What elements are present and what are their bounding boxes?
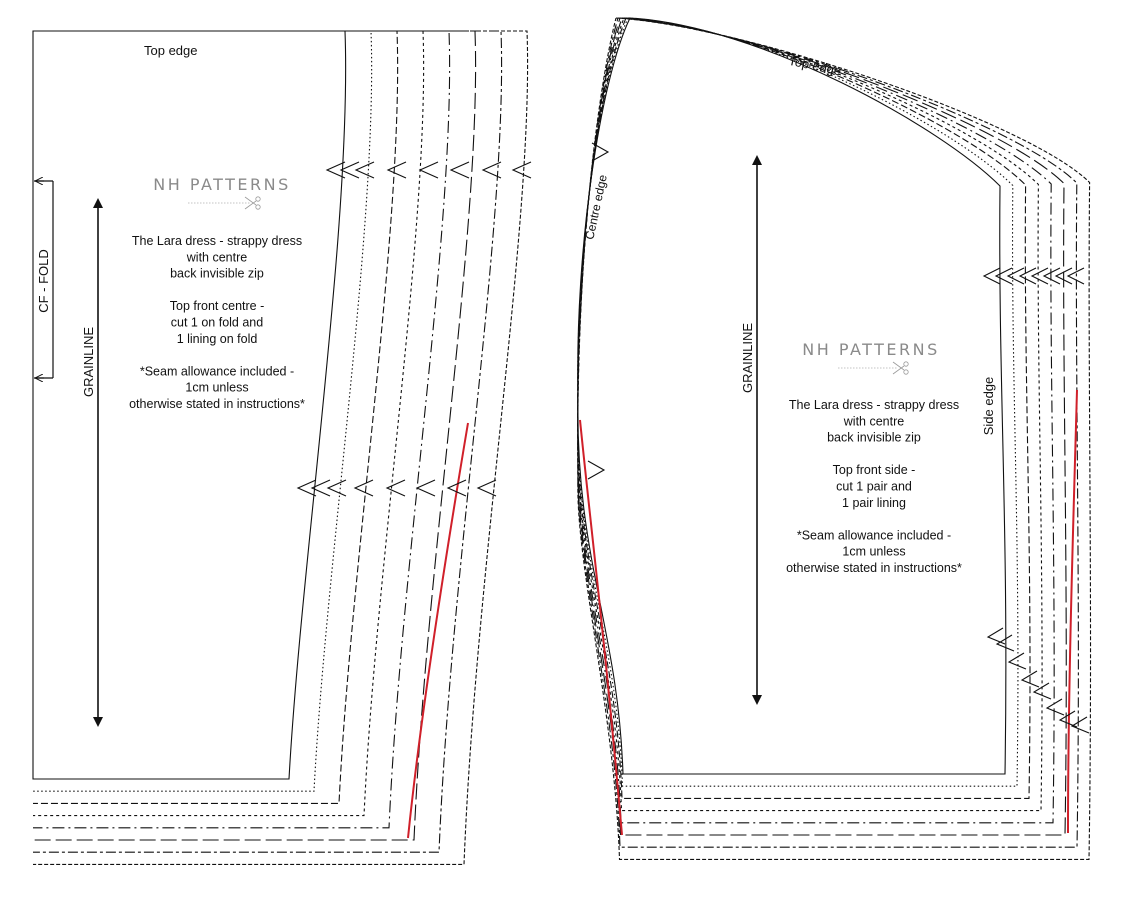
left-brand-logo: NH PATTERNS (153, 175, 291, 210)
notch-mark (385, 479, 406, 497)
notch-mark (1054, 267, 1073, 285)
right-info-line: The Lara dress - strappy dress (789, 398, 959, 412)
notch-mark (1007, 652, 1027, 670)
right-grainline-label: GRAINLINE (740, 323, 755, 393)
notch-mark (415, 479, 436, 497)
notch-mark (386, 161, 407, 179)
left-size-outline (32, 30, 347, 780)
right-red-guide-line-centre (579, 419, 623, 836)
left-size-outline (33, 30, 451, 829)
notch-mark (296, 479, 317, 497)
left-notch-group (296, 161, 532, 497)
notch-mark (353, 479, 374, 497)
left-size-outline (33, 30, 503, 853)
left-info-line: with centre (186, 250, 247, 264)
notch-mark (1070, 716, 1090, 734)
right-info-block: The Lara dress - strappy dress with centr… (786, 398, 962, 575)
right-size-outlines (577, 17, 1092, 860)
notch-mark (446, 479, 467, 497)
right-size-outline (577, 17, 1043, 812)
left-size-outlines (32, 30, 529, 865)
notch-mark (994, 267, 1013, 285)
notch-mark (587, 460, 606, 480)
centre-edge-label: Centre edge (582, 173, 609, 241)
right-red-guide-line-side (1067, 389, 1078, 834)
notch-mark (1020, 670, 1040, 688)
notch-mark (476, 479, 497, 497)
right-size-outline (577, 17, 1031, 799)
cf-fold-bracket (34, 181, 54, 378)
right-info-line: 1cm unless (842, 545, 905, 559)
right-brand-logo: NH PATTERNS (802, 340, 940, 375)
right-notch-group (587, 142, 1090, 734)
left-info-line: 1 lining on fold (177, 332, 258, 346)
left-size-outline (33, 30, 373, 792)
right-info-line: with centre (843, 414, 904, 428)
notch-mark (1045, 698, 1065, 716)
left-size-outline (33, 30, 477, 841)
left-grainline-label: GRAINLINE (81, 327, 96, 397)
top-front-centre-piece: Top edge CF - FOLD GRAINLINE NH PATTERNS… (32, 30, 532, 865)
notch-mark (995, 634, 1015, 652)
left-info-block: The Lara dress - strappy dress with centr… (129, 234, 305, 411)
right-info-line: 1 pair lining (842, 496, 906, 510)
left-size-outline (33, 30, 529, 865)
right-info-line: Top front side - (833, 463, 916, 477)
scissors-icon (892, 361, 909, 375)
notch-mark (326, 479, 347, 497)
notch-mark (1066, 267, 1085, 285)
left-size-outline (33, 30, 425, 817)
notch-mark (1042, 267, 1061, 285)
notch-mark (1058, 710, 1078, 728)
notch-mark (511, 161, 532, 179)
left-size-outline (33, 30, 399, 804)
left-info-line: Top front centre - (170, 299, 265, 313)
notch-mark (1032, 682, 1052, 700)
notch-mark (1018, 267, 1037, 285)
notch-mark (449, 161, 470, 179)
notch-mark (325, 161, 346, 179)
side-edge-label: Side edge (981, 377, 996, 436)
notch-mark (354, 161, 375, 179)
notch-mark (982, 267, 1001, 285)
notch-mark (481, 161, 502, 179)
notch-mark (986, 627, 1006, 645)
right-brand-text: NH PATTERNS (802, 340, 940, 359)
notch-mark (339, 161, 360, 179)
notch-mark (591, 142, 610, 162)
left-info-line: cut 1 on fold and (171, 316, 263, 330)
left-brand-text: NH PATTERNS (153, 175, 291, 194)
left-info-line: back invisible zip (170, 267, 264, 281)
top-front-side-piece: Top edge Centre edge Side edge GRAINLINE… (577, 17, 1092, 860)
right-top-edge-label: Top edge (787, 53, 842, 79)
left-info-line: 1cm unless (185, 381, 248, 395)
right-info-line: otherwise stated in instructions* (786, 561, 962, 575)
notch-mark (418, 161, 439, 179)
left-info-line: *Seam allowance included - (140, 364, 294, 378)
right-info-line: cut 1 pair and (836, 480, 912, 494)
notch-mark (1006, 267, 1025, 285)
left-info-line: The Lara dress - strappy dress (132, 234, 302, 248)
left-top-edge-label: Top edge (144, 43, 198, 58)
notch-mark (1030, 267, 1049, 285)
right-size-outline (577, 17, 1007, 775)
cf-fold-label: CF - FOLD (36, 249, 51, 313)
scissors-icon (244, 196, 261, 210)
notch-mark (310, 479, 331, 497)
right-info-line: *Seam allowance included - (797, 528, 951, 542)
left-info-line: otherwise stated in instructions* (129, 397, 305, 411)
left-red-guide-line (407, 422, 469, 839)
right-info-line: back invisible zip (827, 431, 921, 445)
right-size-outline (577, 17, 1092, 860)
